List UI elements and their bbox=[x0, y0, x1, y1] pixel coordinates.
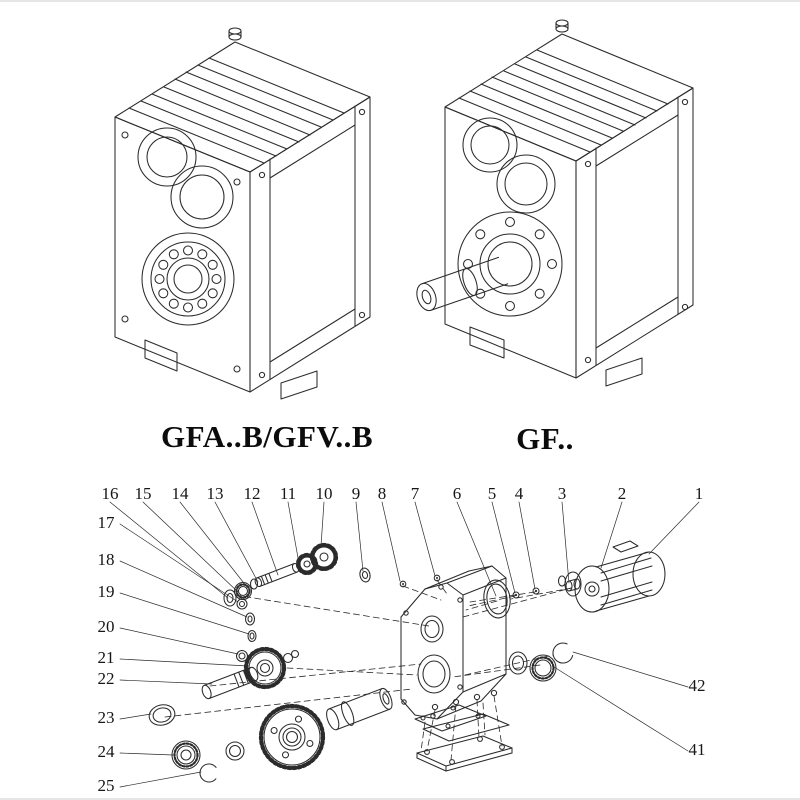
callout-1: 1 bbox=[694, 484, 704, 503]
callout-11: 11 bbox=[279, 484, 297, 503]
callout-42: 42 bbox=[688, 676, 706, 695]
hollow-shaft-bearing bbox=[141, 232, 235, 326]
mounting-feet bbox=[144, 339, 318, 400]
callout-17: 17 bbox=[97, 513, 115, 532]
output-bearing-set bbox=[508, 642, 574, 682]
output-shaft bbox=[416, 256, 509, 312]
cooling-ribs bbox=[128, 57, 345, 164]
callout-2: 2 bbox=[617, 484, 627, 503]
input-motor-unit bbox=[557, 540, 666, 613]
gasket-and-bolts bbox=[483, 578, 581, 619]
input-bearing-bores bbox=[462, 117, 556, 214]
housing-faces bbox=[114, 41, 371, 393]
callout-20: 20 bbox=[97, 617, 115, 636]
front-face-screws bbox=[121, 131, 241, 373]
gearbox-isometric-gf bbox=[416, 19, 694, 387]
model-label-gf: GF.. bbox=[516, 421, 574, 456]
leader-lines bbox=[109, 501, 700, 788]
callout-3: 3 bbox=[557, 484, 567, 503]
callout-25: 25 bbox=[97, 776, 115, 795]
gearbox-isometric-gfab-gfv bbox=[114, 27, 371, 400]
gear-housing bbox=[400, 565, 507, 732]
output-gear-assembly bbox=[148, 687, 393, 783]
callout-18: 18 bbox=[97, 550, 115, 569]
cooling-ribs bbox=[458, 49, 669, 153]
callout-22: 22 bbox=[97, 669, 115, 688]
callout-4: 4 bbox=[514, 484, 524, 503]
housing-faces bbox=[444, 33, 694, 379]
oil-plug bbox=[555, 19, 569, 33]
callout-12: 12 bbox=[243, 484, 261, 503]
callout-14: 14 bbox=[171, 484, 189, 503]
exploded-parts-diagram bbox=[109, 501, 700, 788]
callout-21: 21 bbox=[97, 648, 115, 667]
callout-16: 16 bbox=[101, 484, 119, 503]
callout-7: 7 bbox=[410, 484, 420, 503]
bottom-cover-plates bbox=[416, 689, 513, 772]
callout-13: 13 bbox=[206, 484, 224, 503]
callout-15: 15 bbox=[134, 484, 152, 503]
callout-41: 41 bbox=[688, 740, 706, 759]
input-bearing-bores bbox=[137, 127, 234, 229]
callout-6: 6 bbox=[452, 484, 462, 503]
intermediate-gear-assembly bbox=[201, 598, 300, 700]
input-shaft-assembly bbox=[223, 542, 441, 607]
oil-plug bbox=[228, 27, 242, 41]
callout-9: 9 bbox=[351, 484, 361, 503]
callout-23: 23 bbox=[97, 708, 115, 727]
mounting-feet bbox=[469, 326, 643, 387]
model-label-gfab-gfv: GFA..B/GFV..B bbox=[160, 419, 374, 454]
side-cover-plate bbox=[584, 96, 689, 366]
callout-8: 8 bbox=[377, 484, 387, 503]
callout-5: 5 bbox=[487, 484, 497, 503]
callout-19: 19 bbox=[97, 582, 115, 601]
callout-10: 10 bbox=[315, 484, 333, 503]
output-flange bbox=[457, 211, 563, 317]
callout-24: 24 bbox=[97, 742, 115, 761]
side-cover-plate bbox=[258, 105, 366, 380]
